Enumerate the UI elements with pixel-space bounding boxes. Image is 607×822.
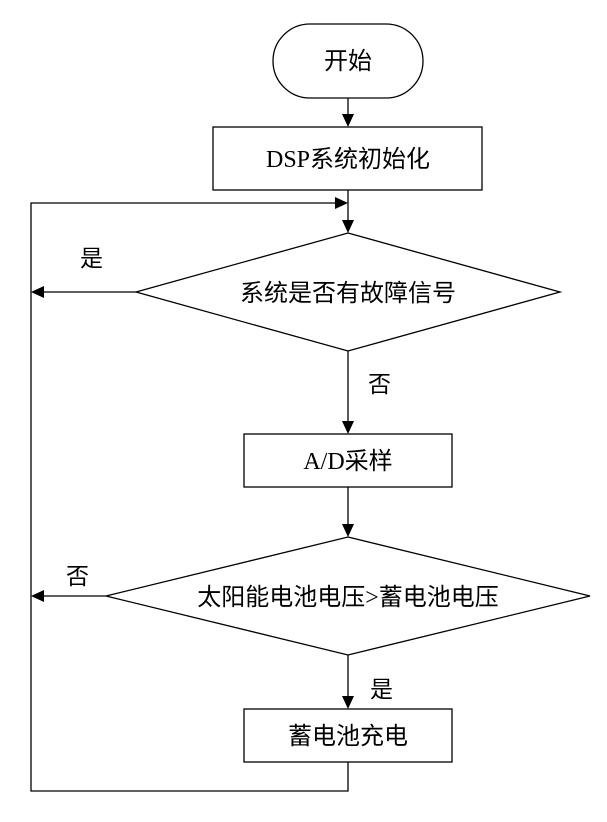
fault-check-node: 系统是否有故障信号 (133, 232, 563, 352)
connector-fault-yes (31, 286, 136, 298)
sample-node: A/D采样 (243, 433, 453, 488)
init-label: DSP系统初始化 (266, 146, 430, 173)
loop-back-line (30, 197, 349, 792)
voltage-yes-label: 是 (370, 677, 393, 702)
fault-yes-label: 是 (80, 246, 103, 271)
voltage-no-label: 否 (66, 564, 89, 589)
connector-start-init (342, 98, 354, 127)
start-label: 开始 (324, 48, 372, 75)
voltage-check-label: 太阳能电池电压>蓄电池电压 (197, 584, 499, 611)
connector-voltage-no (31, 590, 106, 602)
charge-node: 蓄电池充电 (243, 708, 453, 763)
start-node: 开始 (272, 23, 424, 99)
charge-label: 蓄电池充电 (288, 723, 408, 750)
voltage-check-node: 太阳能电池电压>蓄电池电压 (105, 536, 591, 656)
connector-fault-no (342, 351, 354, 434)
connector-voltage-yes (342, 655, 354, 709)
connector-init-fault (342, 190, 354, 233)
init-node: DSP系统初始化 (212, 126, 483, 191)
sample-label: A/D采样 (303, 448, 392, 475)
fault-check-label: 系统是否有故障信号 (240, 280, 456, 307)
connector-sample-voltage (342, 487, 354, 537)
fault-no-label: 否 (368, 372, 391, 397)
